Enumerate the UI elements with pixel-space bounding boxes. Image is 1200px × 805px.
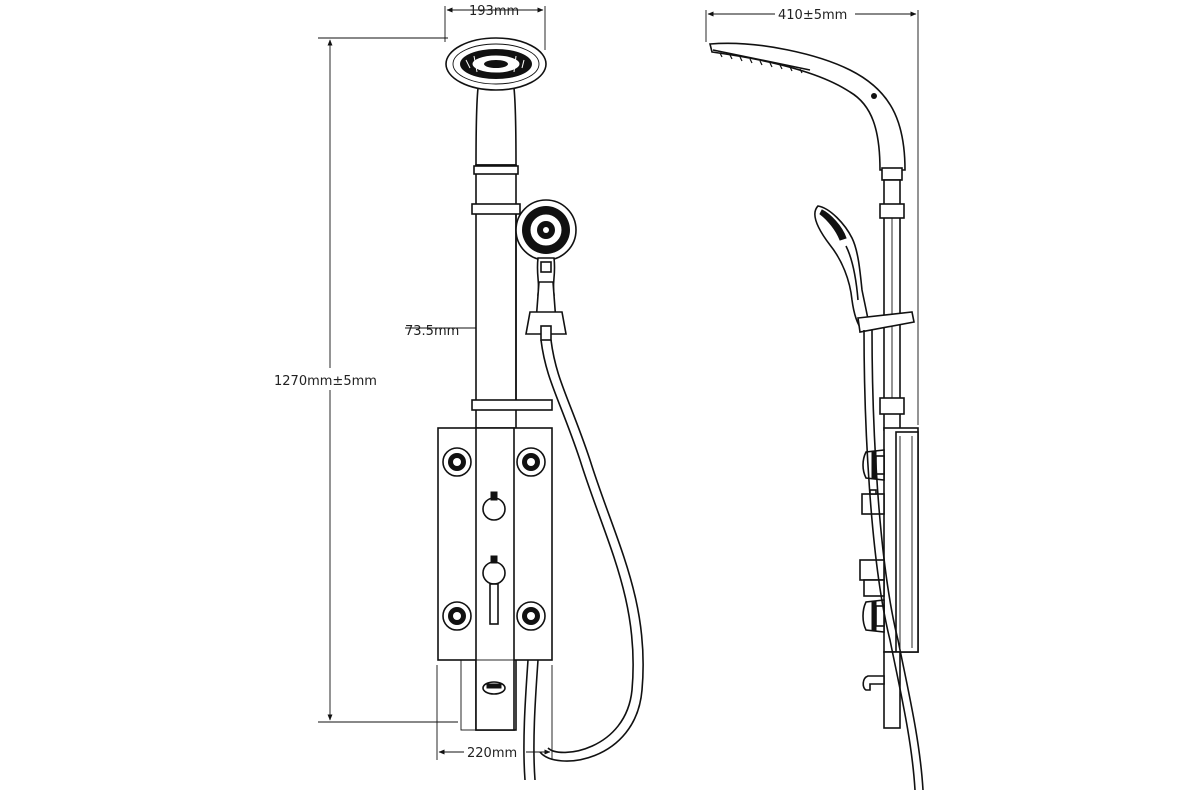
top-width-label: 193mm [469,4,519,19]
depth-label: 410±5mm [778,8,847,23]
height-label: 1270mm±5mm [274,374,377,389]
side-diverter [861,489,885,515]
front-view: 193mm 1270mm±5mm 73.5mm 220mm [272,4,644,781]
side-panel [883,427,919,729]
dim-depth: 410±5mm [705,5,919,425]
body-jet-top-left [442,447,472,477]
body-jet-bottom-left [442,601,472,631]
hand-shower [515,199,577,341]
mixer-handle [482,555,506,625]
side-jet-bottom [862,599,885,633]
panel-width-label: 220mm [467,746,517,761]
overhead-arm [708,42,906,171]
shower-hose [523,339,644,781]
tub-spout [482,681,506,695]
dim-height: 1270mm±5mm [272,37,458,723]
offset-label: 73.5mm [405,324,459,339]
side-column [879,167,905,431]
diverter-knob [482,491,506,521]
body-jet-top-right [516,447,546,477]
side-tub-spout [862,675,885,691]
dim-panel-width: 220mm [436,665,553,761]
side-view: 410±5mm [705,5,924,791]
side-hand-shower [814,205,915,333]
rain-shower-head [445,37,547,166]
dim-top-width: 193mm [444,4,546,50]
side-hose [863,329,924,791]
body-jet-bottom-right [516,601,546,631]
side-jet-top [862,449,885,481]
